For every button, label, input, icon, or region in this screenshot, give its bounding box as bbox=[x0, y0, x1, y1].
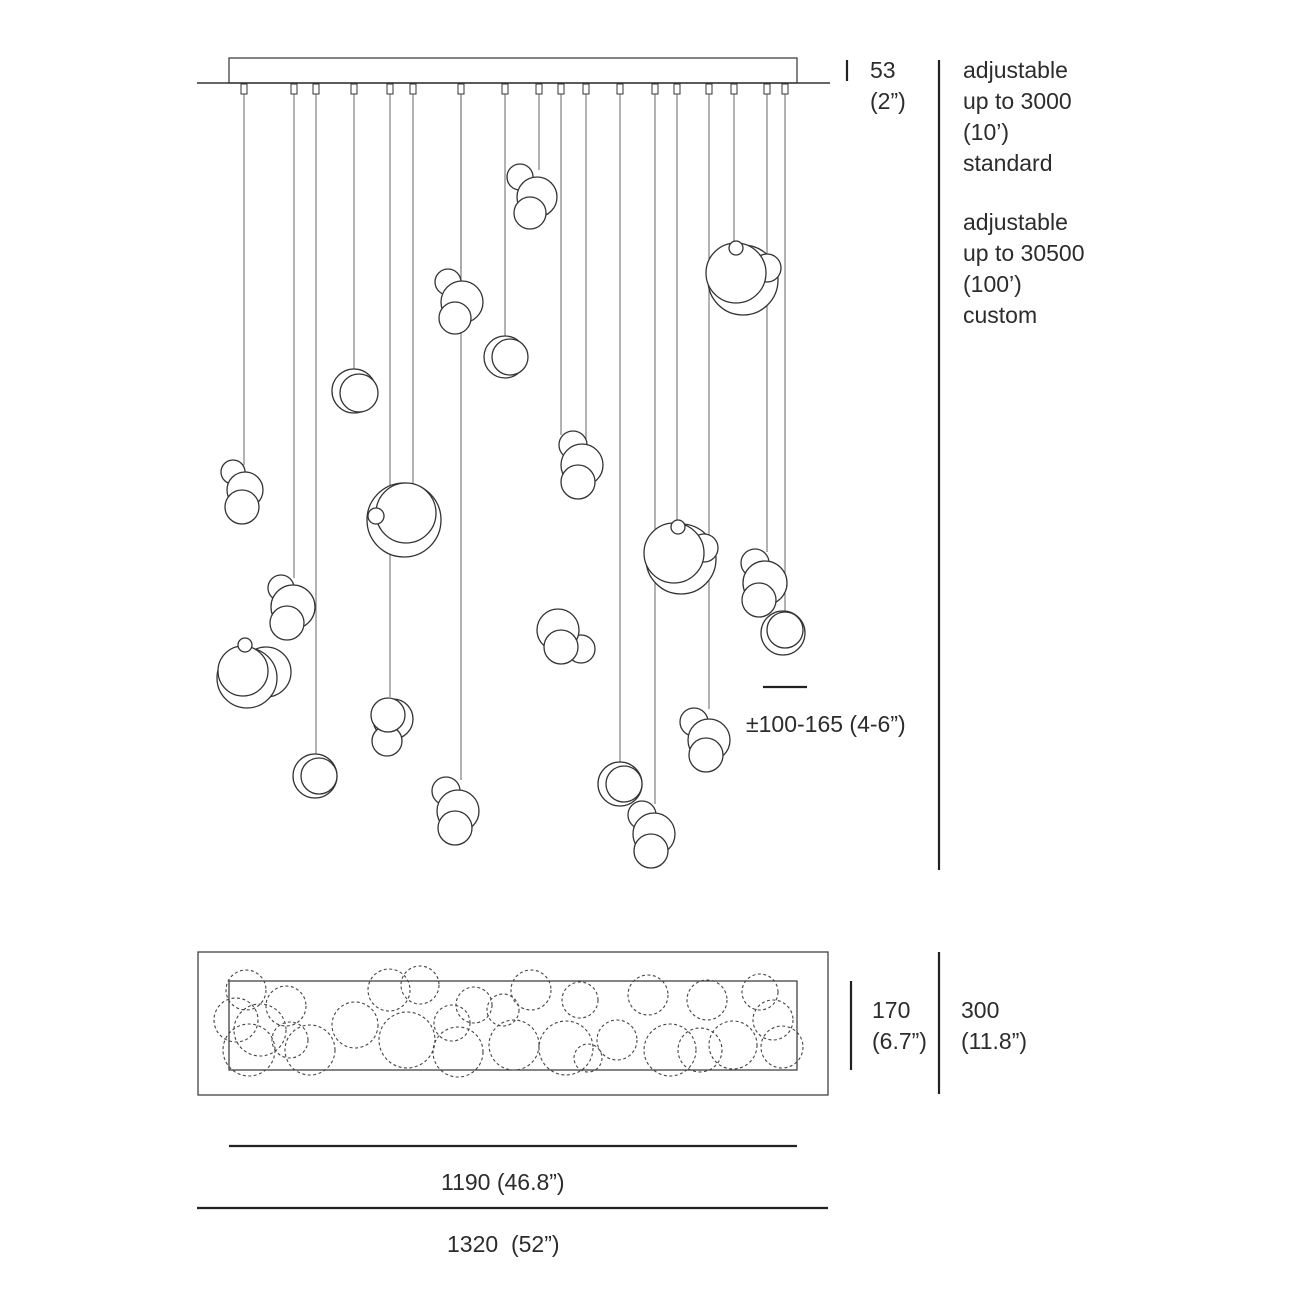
drop-custom-line-2: up to 30500 bbox=[963, 240, 1085, 266]
glass-bubble bbox=[437, 810, 473, 846]
suspension-cables bbox=[243, 94, 786, 804]
inner-depth-in: (6.7”) bbox=[872, 1028, 927, 1054]
cable-port bbox=[312, 83, 320, 95]
pendant-plan-outline bbox=[265, 985, 307, 1027]
plan-view-pendant-outlines bbox=[213, 965, 804, 1078]
ceiling-canopy bbox=[197, 57, 830, 84]
drop-standard-line-4: standard bbox=[963, 150, 1053, 176]
pendant-plan-outline bbox=[233, 1003, 287, 1057]
outer-depth-label: 300 (11.8”) bbox=[961, 995, 1027, 1057]
outer-depth-mm: 300 bbox=[961, 997, 1000, 1023]
cable-port bbox=[409, 83, 417, 95]
glass-bubble bbox=[224, 489, 260, 525]
pendant-plan-outline bbox=[643, 1023, 697, 1077]
pendant-plan-outline bbox=[538, 1020, 594, 1076]
glass-bubble bbox=[370, 697, 406, 733]
cable-port bbox=[501, 83, 509, 95]
glass-bubble bbox=[766, 611, 804, 649]
glass-bubble bbox=[741, 582, 777, 618]
glass-bubble bbox=[633, 833, 669, 869]
cable-port bbox=[673, 83, 681, 95]
cable-port bbox=[582, 83, 590, 95]
drop-standard-line-3: (10’) bbox=[963, 119, 1010, 145]
pendant-plan-outline bbox=[677, 1027, 723, 1073]
pendant-plan-outline bbox=[708, 1020, 758, 1070]
plan-view bbox=[197, 951, 829, 1096]
drop-standard-label: adjustable up to 3000 (10’) standard bbox=[963, 55, 1072, 179]
cable-ports bbox=[240, 83, 789, 95]
glass-bubble bbox=[491, 338, 529, 376]
inner-depth-label: 170 (6.7”) bbox=[872, 995, 927, 1057]
outer-length-label: 1320 (52”) bbox=[447, 1231, 560, 1257]
glass-bubble bbox=[513, 196, 547, 230]
pendant-plan-outline bbox=[378, 1011, 436, 1069]
cable-port bbox=[386, 83, 394, 95]
glass-bubble bbox=[560, 464, 596, 500]
glass-bubble bbox=[269, 605, 305, 641]
pendant-plan-outline bbox=[488, 1019, 540, 1071]
drop-custom-line-4: custom bbox=[963, 302, 1038, 328]
cluster-spacing-label: ±100-165 (4-6”) bbox=[746, 711, 906, 737]
drop-standard-line-2: up to 3000 bbox=[963, 88, 1072, 114]
cable-port bbox=[705, 83, 713, 95]
drop-custom-label: adjustable up to 30500 (100’) custom bbox=[963, 207, 1085, 331]
pendant-plan-outline bbox=[331, 1001, 379, 1049]
glass-pendant-clusters bbox=[216, 163, 806, 869]
glass-bubble bbox=[605, 765, 643, 803]
drop-custom-line-3: (100’) bbox=[963, 271, 1022, 297]
pendant-plan-outline bbox=[455, 986, 493, 1024]
pendant-plan-outline bbox=[367, 968, 411, 1012]
pendant-plan-outline bbox=[432, 1026, 484, 1078]
cable-port bbox=[535, 83, 543, 95]
pendant-plan-outline bbox=[400, 965, 440, 1005]
pendant-plan-outline bbox=[752, 999, 794, 1041]
cable-port bbox=[781, 83, 789, 95]
cable-port bbox=[763, 83, 771, 95]
pendant-plan-outline bbox=[573, 1043, 603, 1073]
cable-port bbox=[730, 83, 738, 95]
cable-port bbox=[240, 83, 248, 95]
glass-bubble bbox=[438, 301, 472, 335]
pendant-plan-outline bbox=[271, 1021, 309, 1059]
pendant-plan-outline bbox=[510, 969, 552, 1011]
pendant-plan-outline bbox=[686, 979, 728, 1021]
glass-bubble bbox=[237, 637, 253, 653]
canopy-height-mm: 53 bbox=[870, 57, 896, 83]
pendant-plan-outline bbox=[225, 969, 267, 1011]
pendant-plan-outline bbox=[627, 974, 669, 1016]
inner-depth-mm: 170 bbox=[872, 997, 911, 1023]
pendant-plan-outline bbox=[433, 1004, 471, 1042]
drop-standard-line-1: adjustable bbox=[963, 57, 1068, 83]
cable-port bbox=[290, 83, 298, 95]
pendant-plan-outline bbox=[284, 1024, 336, 1076]
cable-port bbox=[350, 83, 358, 95]
pendant-plan-outline bbox=[213, 997, 259, 1043]
pendant-plan-outline bbox=[741, 973, 779, 1011]
cable-port bbox=[651, 83, 659, 95]
glass-bubble bbox=[543, 629, 579, 665]
pendant-plan-outline bbox=[486, 993, 520, 1027]
glass-bubble bbox=[375, 482, 437, 544]
glass-bubble bbox=[688, 737, 724, 773]
cable-port bbox=[616, 83, 624, 95]
glass-bubble bbox=[300, 757, 338, 795]
pendant-plan-outline bbox=[561, 981, 599, 1019]
glass-bubble bbox=[670, 519, 686, 535]
canopy-height-in: (2”) bbox=[870, 88, 906, 114]
canopy-height-label: 53 (2”) bbox=[870, 55, 906, 117]
glass-bubble bbox=[728, 240, 744, 256]
inner-length-label: 1190 (46.8”) bbox=[441, 1169, 565, 1195]
glass-bubble bbox=[217, 645, 269, 697]
pendant-plan-outline bbox=[596, 1019, 638, 1061]
pendant-plan-outline bbox=[760, 1025, 804, 1069]
outer-depth-in: (11.8”) bbox=[961, 1028, 1028, 1054]
glass-bubble bbox=[339, 373, 379, 413]
drop-custom-line-1: adjustable bbox=[963, 209, 1068, 235]
cable-port bbox=[557, 83, 565, 95]
glass-bubble bbox=[367, 507, 385, 525]
cable-port bbox=[457, 83, 465, 95]
